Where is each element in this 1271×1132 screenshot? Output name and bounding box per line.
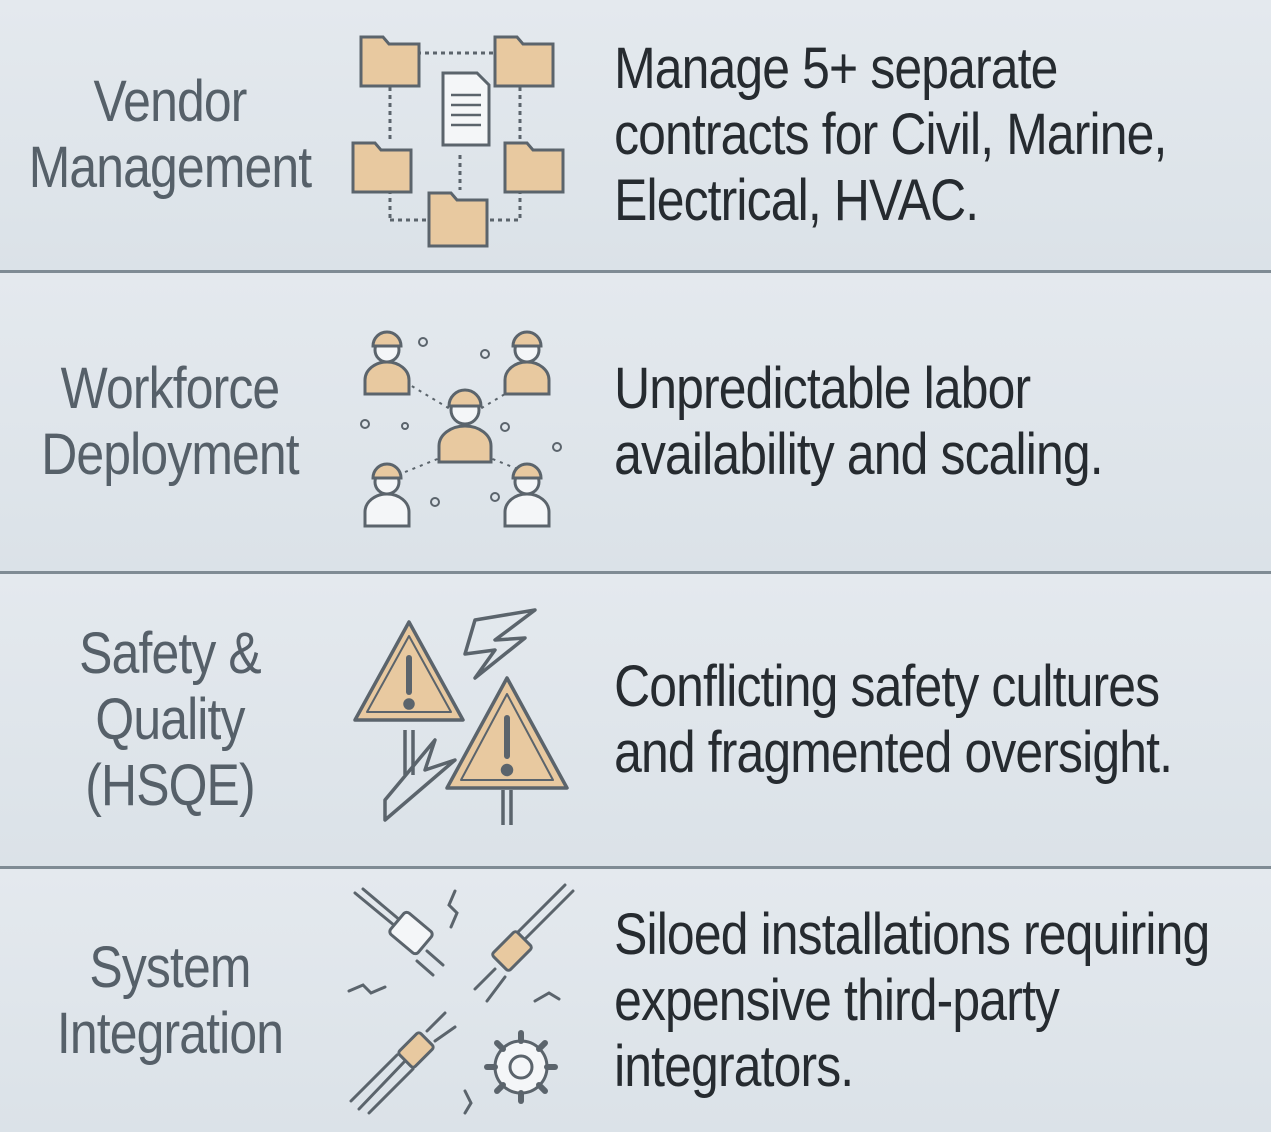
- row-safety-quality: Safety & Quality (HSQE): [0, 574, 1271, 866]
- row-label: Workforce Deployment: [41, 356, 299, 487]
- row-description: Unpredictable labor availability and sca…: [614, 356, 1104, 487]
- row-workforce-deployment: Workforce Deployment: [0, 273, 1271, 571]
- row-label: System Integration: [56, 934, 284, 1066]
- folders-network-icon: [340, 15, 590, 255]
- row-label: Vendor Management: [28, 69, 312, 200]
- row-divider: [0, 270, 1271, 273]
- row-vendor-management: Vendor Management: [0, 0, 1271, 270]
- workers-network-icon: [340, 302, 590, 542]
- row-description: Manage 5+ separate contracts for Civil, …: [614, 36, 1167, 233]
- row-divider: [0, 866, 1271, 869]
- row-description: Conflicting safety cultures and fragment…: [614, 654, 1173, 785]
- broken-connectors-icon: [340, 881, 590, 1121]
- row-description: Siloed installations requiring expensive…: [614, 901, 1210, 1099]
- row-divider: [0, 571, 1271, 574]
- warning-signs-icon: [340, 600, 590, 840]
- row-system-integration: System Integration: [0, 869, 1271, 1132]
- row-label: Safety & Quality (HSQE): [79, 621, 262, 818]
